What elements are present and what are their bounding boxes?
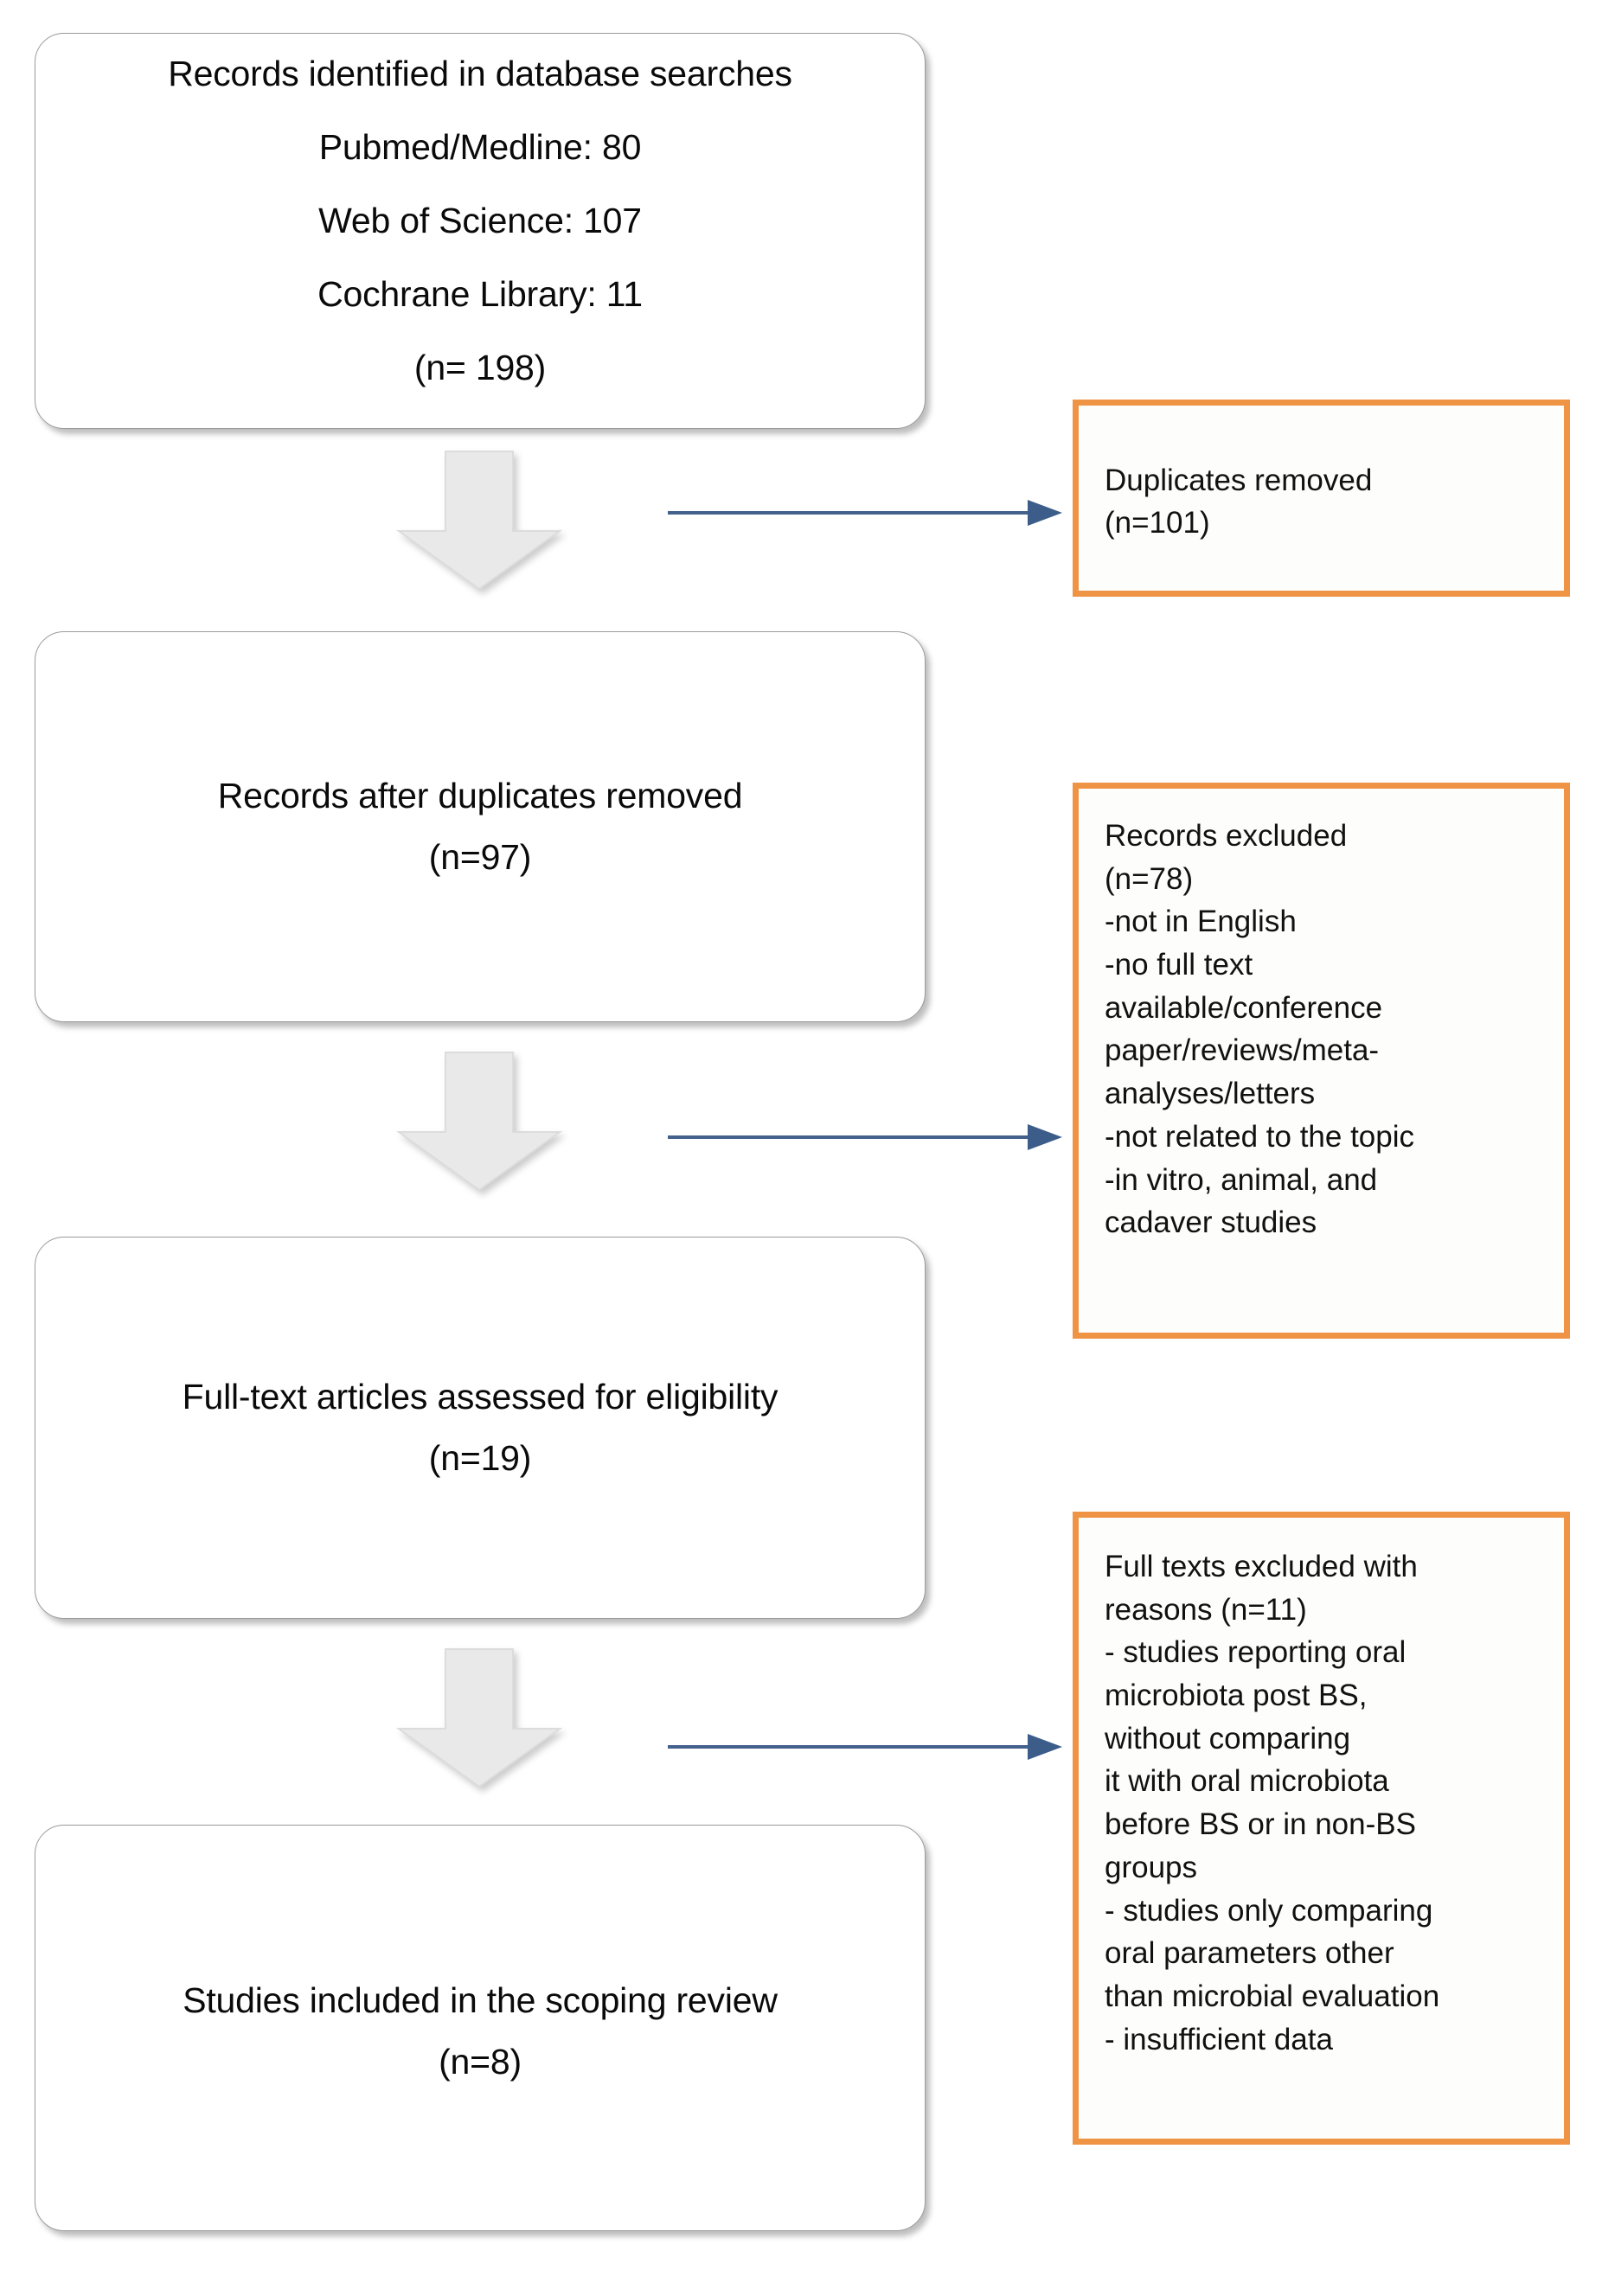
exclusion-line: analyses/letters (1105, 1077, 1316, 1111)
down-arrow-icon (396, 1051, 562, 1193)
stage-box-records-identified: Records identified in database searches … (35, 33, 926, 429)
exclusion-line: than microbial evaluation (1105, 1979, 1440, 2013)
exclusion-line: -not related to the topic (1105, 1119, 1414, 1154)
exclusion-line: - studies only comparing (1105, 1893, 1433, 1928)
stage-line: Studies included in the scoping review (183, 1980, 778, 2020)
exclusion-line: Duplicates removed (1105, 464, 1373, 497)
stage-line: Full-text articles assessed for eligibil… (182, 1377, 779, 1417)
exclusion-line: reasons (n=11) (1105, 1592, 1307, 1627)
exclusion-line: groups (1105, 1850, 1198, 1884)
exclusion-line: -in vitro, animal, and (1105, 1162, 1378, 1197)
stage-line: Records identified in database searches (168, 54, 792, 93)
stage-box-studies-included: Studies included in the scoping review (… (35, 1825, 926, 2231)
exclusion-line: oral parameters other (1105, 1936, 1394, 1971)
exclusion-line: before BS or in non-BS (1105, 1807, 1416, 1842)
exclusion-line: Records excluded (1105, 819, 1348, 853)
exclusion-box-records-excluded: Records excluded (n=78) -not in English … (1073, 783, 1570, 1339)
exclusion-line: cadaver studies (1105, 1206, 1317, 1240)
exclusion-line: microbiota post BS, (1105, 1679, 1368, 1713)
exclusion-line: paper/reviews/meta- (1105, 1033, 1380, 1068)
exclusion-line: -not in English (1105, 905, 1297, 939)
down-arrow-icon (396, 450, 562, 592)
stage-line: (n=97) (428, 837, 532, 877)
exclusion-line: Full texts excluded with (1105, 1550, 1418, 1583)
stage-box-records-after-duplicates: Records after duplicates removed (n=97) (35, 631, 926, 1022)
stage-line: (n= 198) (413, 348, 547, 387)
exclusion-box-full-texts-excluded: Full texts excluded with reasons (n=11) … (1073, 1512, 1570, 2145)
exclusion-box-duplicates-removed: Duplicates removed (n=101) (1073, 400, 1570, 597)
stage-line: (n=8) (439, 2042, 522, 2082)
down-arrow-icon (396, 1647, 562, 1789)
exclusion-line: - insufficient data (1105, 2022, 1333, 2056)
exclusion-line: (n=101) (1105, 506, 1210, 540)
connector-arrow-records-excluded (666, 1120, 1064, 1154)
exclusion-line: available/conference (1105, 990, 1383, 1025)
stage-line: Pubmed/Medline: 80 (318, 127, 642, 167)
connector-arrow-duplicates (666, 496, 1064, 530)
exclusion-line: it with oral microbiota (1105, 1764, 1389, 1799)
exclusion-line: without comparing (1105, 1721, 1351, 1756)
exclusion-line: -no full text (1105, 948, 1253, 982)
stage-line: Cochrane Library: 11 (317, 274, 643, 314)
stage-line: (n=19) (428, 1438, 532, 1478)
stage-line: Records after duplicates removed (217, 776, 743, 815)
stage-box-full-text-assessed: Full-text articles assessed for eligibil… (35, 1237, 926, 1619)
exclusion-line: - studies reporting oral (1105, 1635, 1407, 1670)
connector-arrow-full-texts-excluded (666, 1730, 1064, 1764)
exclusion-line: (n=78) (1105, 861, 1194, 896)
stage-line: Web of Science: 107 (318, 201, 642, 240)
